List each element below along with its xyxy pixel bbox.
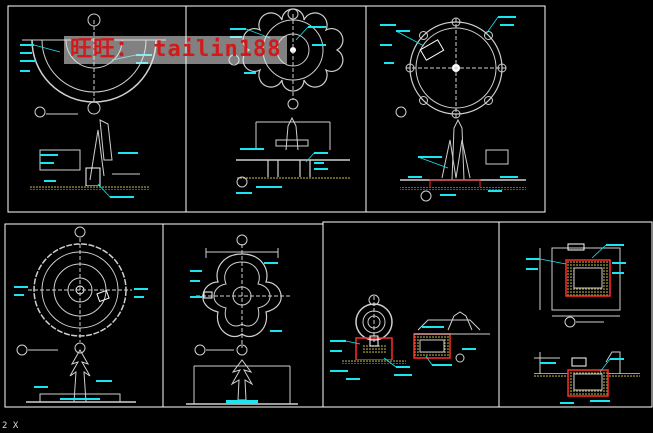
sheet-4-drawing — [14, 226, 148, 403]
sheet-frame-5 — [162, 223, 324, 408]
sheet-7-drawing — [526, 243, 640, 404]
sheet-frames — [4, 5, 653, 408]
corner-mark: 2 X — [2, 421, 19, 431]
sheet-2-drawing — [228, 8, 350, 194]
sheet-frame-7 — [498, 221, 653, 408]
sheet-6-drawing — [330, 294, 490, 380]
sheet-frame-3 — [365, 5, 546, 213]
sheet-5-drawing — [186, 234, 298, 405]
watermark-banner: 旺旺： tailin188 — [64, 36, 288, 64]
sheet-3-drawing — [380, 16, 526, 202]
